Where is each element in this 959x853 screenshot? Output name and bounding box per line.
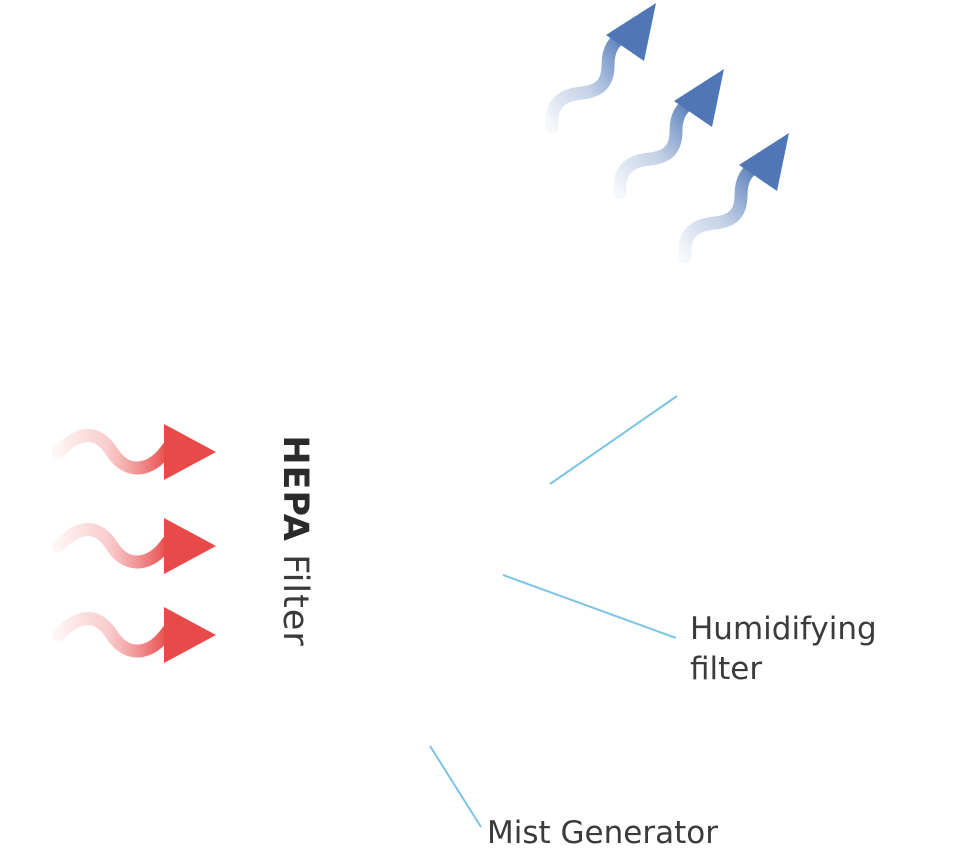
humidifying-filter-label: Humidifying filter (690, 609, 877, 689)
intake-arrow-icon-2 (58, 518, 216, 574)
outlet-arrow-icon-2 (620, 69, 724, 193)
intake-arrow-icon-3 (58, 607, 216, 663)
outlet-arrow-icon-3 (685, 133, 789, 257)
intake-arrow-icon-1 (58, 424, 216, 480)
humidifying-label-line2: filter (690, 651, 763, 687)
outlet-arrow-icon-1 (552, 3, 656, 127)
leader-line-mist (429, 745, 482, 828)
hepa-label-rest: Filter (275, 541, 315, 647)
leader-line-humidifying (502, 574, 677, 639)
hepa-filter-label: HEPA Filter (275, 435, 315, 647)
leader-line-upper (549, 395, 678, 485)
hepa-label-bold: HEPA (275, 435, 315, 542)
humidifying-label-line1: Humidifying (690, 611, 877, 647)
mist-generator-label: Mist Generator (487, 815, 718, 851)
